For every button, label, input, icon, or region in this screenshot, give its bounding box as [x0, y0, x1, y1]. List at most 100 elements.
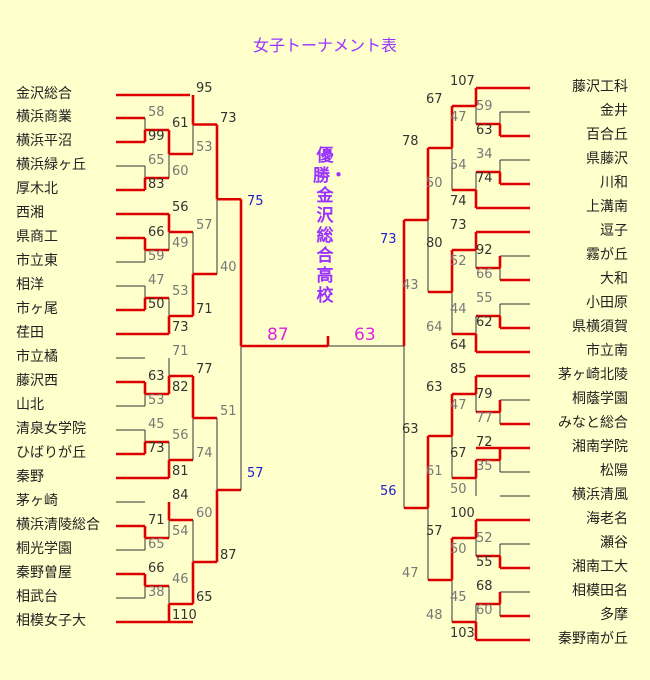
team-right-22: 相模田名: [572, 583, 628, 599]
score-L_r2f-1: 54: [172, 524, 189, 539]
score-L_r2d-1: 82: [172, 380, 189, 395]
team-left-16: ひばりが丘: [16, 445, 86, 461]
score-R_r5-0: 73: [380, 232, 397, 247]
team-right-20: 瀬谷: [600, 535, 628, 551]
champion-label: 優勝・金沢総合高校: [313, 146, 347, 306]
team-left-15: 清泉女学院: [16, 421, 86, 437]
score-L_r3c-0: 77: [196, 362, 213, 377]
score-R_r2h-0: 45: [450, 590, 467, 605]
team-right-5: 川和: [600, 175, 628, 191]
score-R_r2f-1: 50: [450, 482, 467, 497]
score-R_r4a-1: 43: [402, 278, 419, 293]
score-R_r3d-1: 48: [426, 608, 443, 623]
score-L_r1e-0: 63: [148, 369, 165, 384]
score-R_r1c-0: 92: [476, 243, 493, 258]
score-R_r2c-0: 73: [450, 218, 467, 233]
score-L_r3c-1: 74: [196, 446, 213, 461]
score-R_r2g-0: 100: [450, 506, 475, 521]
score-L_r3b-0: 57: [196, 218, 213, 233]
team-left-7: 県商工: [16, 229, 58, 245]
team-right-1: 藤沢工科: [572, 79, 628, 95]
score-L_r2c-1: 73: [172, 320, 189, 335]
score-L_r1b-1: 83: [148, 177, 165, 192]
team-right-14: 桐蔭学園: [572, 391, 628, 407]
score-R_r1f-1: 35: [476, 459, 493, 474]
team-left-11: 荏田: [16, 325, 44, 341]
score-L_r1d-0: 47: [148, 273, 165, 288]
team-right-21: 湘南工大: [572, 559, 628, 575]
team-left-20: 桐光学園: [16, 541, 72, 557]
score-L_r2c-0: 53: [172, 284, 189, 299]
score-R_r1g-1: 55: [476, 555, 493, 570]
score-R_r2e-0: 85: [450, 362, 467, 377]
page-title: 女子トーナメント表: [252, 36, 397, 55]
team-left-4: 横浜緑ヶ丘: [16, 157, 86, 173]
team-left-17: 秦野: [16, 469, 44, 485]
score-L_r4b-1: 87: [220, 548, 237, 563]
score-R_r1a-1: 63: [476, 123, 493, 138]
team-right-15: みなと総合: [558, 415, 628, 431]
team-right-24: 秦野南が丘: [558, 631, 628, 647]
score-R_r2d-1: 64: [450, 338, 467, 353]
team-left-1: 金沢総合: [16, 86, 72, 102]
score-L_r1f-1: 73: [148, 441, 165, 456]
team-left-9: 相洋: [16, 277, 44, 293]
score-R_r1f-0: 72: [476, 435, 493, 450]
score-R_r1h-1: 60: [476, 603, 493, 618]
score-R_r2f-0: 67: [450, 446, 467, 461]
score-L_r1g-1: 65: [148, 537, 165, 552]
team-right-3: 百合丘: [586, 127, 628, 143]
score-R_r2b-0: 54: [450, 158, 467, 173]
score-R_r2d-0: 44: [450, 302, 467, 317]
score-L_r4a-1: 40: [220, 260, 237, 275]
score-R_r3a-1: 50: [426, 176, 443, 191]
team-left-21: 秦野曽屋: [16, 565, 72, 581]
score-L_r3d-0: 60: [196, 506, 213, 521]
score-L_r2e-0: 56: [172, 428, 189, 443]
team-right-11: 県横須賀: [572, 319, 628, 335]
score-L_r3a-1: 53: [196, 140, 213, 155]
score-L_r3d-1: 65: [196, 590, 213, 605]
team-right-4: 県藤沢: [586, 151, 628, 167]
team-left-5: 厚木北: [16, 181, 58, 197]
team-left-2: 横浜商業: [16, 109, 72, 125]
score-L_r3b-1: 71: [196, 302, 213, 317]
team-right-12: 市立南: [586, 343, 628, 359]
score-R_r1e-1: 77: [476, 411, 493, 426]
score-R_r3d-0: 57: [426, 524, 443, 539]
team-right-19: 海老名: [586, 511, 628, 527]
score-L_r1a-0: 58: [148, 105, 165, 120]
score-R_r4b-0: 63: [402, 422, 419, 437]
team-left-12: 市立橘: [16, 349, 58, 365]
score-L_r2d-0: 71: [172, 344, 189, 359]
score-R_r1d-0: 55: [476, 291, 493, 306]
score-R_r3a-0: 67: [426, 92, 443, 107]
score-L_r1e-1: 53: [148, 393, 165, 408]
score-R_r2c-1: 52: [450, 254, 467, 269]
score-L_r2g-0: 46: [172, 572, 189, 587]
score-R_r3b-0: 80: [426, 236, 443, 251]
score-R_r4b-1: 47: [402, 566, 419, 581]
team-left-10: 市ヶ尾: [16, 301, 58, 317]
team-right-9: 大和: [600, 271, 628, 287]
score-L_r4a-0: 73: [220, 110, 237, 126]
score-final-1: 63: [354, 325, 376, 345]
team-right-10: 小田原: [586, 295, 628, 311]
team-right-6: 上溝南: [586, 199, 628, 215]
score-L_r1b-0: 65: [148, 153, 165, 168]
score-R_r5-1: 56: [380, 484, 397, 499]
team-left-18: 茅ヶ崎: [16, 493, 58, 509]
score-L_r1d-1: 50: [148, 297, 165, 312]
team-left-8: 市立東: [16, 253, 58, 269]
team-left-13: 藤沢西: [16, 373, 58, 389]
team-right-16: 湘南学院: [572, 439, 628, 455]
score-L_r1h-0: 66: [148, 561, 165, 576]
team-right-8: 霧が丘: [586, 247, 628, 263]
score-R_r1b-0: 34: [476, 147, 493, 162]
score-L_r2a-1: 60: [172, 164, 189, 179]
score-L_r1c-0: 66: [148, 225, 165, 240]
team-right-23: 多摩: [600, 607, 628, 623]
score-R_r2a-1: 47: [450, 110, 467, 125]
team-right-17: 松陽: [600, 463, 628, 479]
